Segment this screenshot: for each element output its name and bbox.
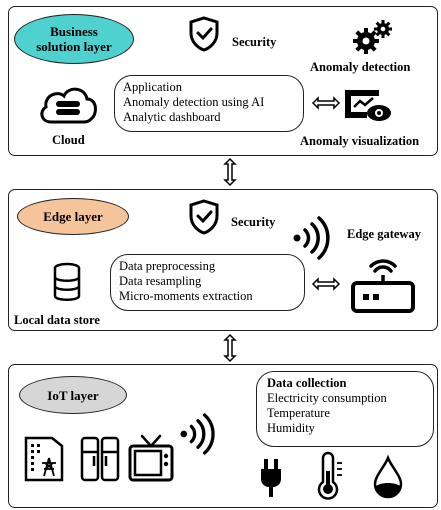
shield-icon: [189, 199, 219, 235]
data-item: Temperature: [267, 406, 330, 420]
business-layer-title: Business solution layer: [14, 14, 134, 64]
service-item: Application: [123, 80, 183, 94]
service-item: Anomaly detection using AI: [123, 95, 265, 109]
edge-gateway-label: Edge gateway: [347, 227, 421, 241]
edge-layer-title: Edge layer: [17, 198, 129, 235]
building-electricity-icon: [24, 436, 64, 482]
business-services-box: Application Anomaly detection using AI A…: [114, 75, 304, 132]
anomaly-visualization-label: Anomaly visualization: [300, 134, 420, 148]
edge-security-label: Security: [231, 215, 276, 229]
business-security-label: Security: [232, 35, 277, 49]
wireless-signal-icon: [180, 413, 215, 455]
bidirectional-arrow-icon: [311, 277, 341, 291]
service-item: Data preprocessing: [119, 259, 216, 273]
iot-layer-title: IoT layer: [19, 376, 127, 414]
service-item: Micro-moments extraction: [119, 289, 253, 303]
power-plug-icon: [261, 459, 281, 497]
database-icon: [53, 262, 81, 301]
vertical-bidirectional-arrow-icon: [223, 333, 237, 363]
bidirectional-arrow-icon: [311, 96, 341, 110]
shield-icon: [189, 16, 219, 52]
local-data-store-label: Local data store: [14, 313, 100, 327]
edge-services-box: Data preprocessing Data resampling Micro…: [110, 254, 305, 311]
service-item: Analytic dashboard: [123, 110, 221, 124]
data-collection-box: Data collection Electricity consumption …: [256, 371, 434, 447]
data-item: Electricity consumption: [267, 391, 387, 405]
router-icon: [351, 259, 415, 313]
service-item: Data resampling: [119, 274, 202, 288]
television-icon: [128, 434, 174, 482]
data-item: Humidity: [267, 421, 315, 435]
wireless-signal-icon: [293, 216, 330, 260]
vertical-bidirectional-arrow-icon: [223, 157, 237, 187]
water-drop-icon: [373, 454, 403, 499]
cloud-label: Cloud: [52, 133, 85, 147]
anomaly-detection-label: Anomaly detection: [310, 60, 411, 74]
refrigerator-icon: [80, 436, 120, 482]
gears-icon: [353, 20, 392, 54]
cloud-database-icon: [40, 87, 97, 124]
data-collection-title: Data collection: [267, 376, 347, 390]
monitor-eye-icon: [345, 90, 391, 121]
thermometer-icon: [317, 451, 342, 500]
